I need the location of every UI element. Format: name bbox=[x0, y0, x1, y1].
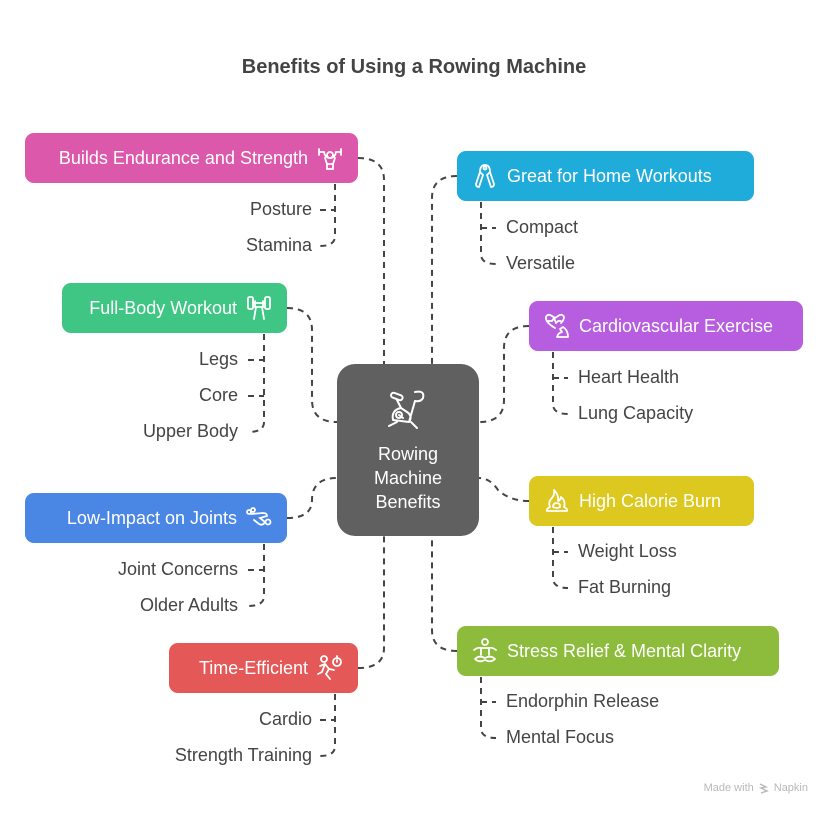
diagram-title: Benefits of Using a Rowing Machine bbox=[241, 56, 587, 78]
running-stopwatch-icon bbox=[317, 655, 342, 680]
sub-item-mental-focus: Mental Focus bbox=[506, 727, 615, 747]
center-label-line3: Benefits bbox=[375, 492, 441, 512]
connector-calorie bbox=[478, 477, 530, 502]
sub-item-joint-concerns: Joint Concerns bbox=[117, 559, 238, 579]
center-label-line2: Machine bbox=[373, 468, 443, 488]
sub-item-upper-body: Upper Body bbox=[142, 421, 238, 441]
sub-connector-calorie bbox=[552, 527, 569, 589]
weightlifter-icon bbox=[318, 148, 342, 170]
sub-item-compact: Compact bbox=[506, 217, 579, 237]
center-node: Rowing Machine Benefits bbox=[337, 364, 479, 536]
center-label-line1: Rowing bbox=[377, 444, 439, 464]
sub-connector-fullbody bbox=[247, 334, 265, 433]
made-with-text: Made with bbox=[703, 782, 754, 794]
dumbbell-hand-icon bbox=[247, 296, 271, 320]
footer-attribution: Made with Napkin bbox=[704, 782, 808, 794]
connector-fullbody bbox=[286, 307, 338, 423]
branch-cardiovascular: Cardiovascular Exercise bbox=[529, 301, 803, 351]
branch-endurance-strength: Builds Endurance and Strength bbox=[25, 133, 358, 183]
heart-arm-icon bbox=[545, 313, 569, 338]
connector-lowimpact bbox=[286, 477, 338, 519]
hand-grip-icon bbox=[475, 164, 495, 188]
branch-time-efficient: Time-Efficient bbox=[169, 643, 358, 693]
branch-label: Cardiovascular Exercise bbox=[579, 315, 774, 336]
connector-home bbox=[431, 175, 458, 364]
sub-item-core: Core bbox=[198, 385, 238, 405]
brand-text: Napkin bbox=[773, 782, 808, 794]
sub-item-fat-burning: Fat Burning bbox=[578, 577, 672, 597]
branch-label: Full-Body Workout bbox=[89, 297, 237, 318]
sub-item-stamina: Stamina bbox=[245, 235, 312, 255]
meditation-icon bbox=[473, 638, 497, 663]
branch-label: Stress Relief & Mental Clarity bbox=[507, 640, 742, 661]
branch-home-workouts: Great for Home Workouts bbox=[457, 151, 754, 201]
connector-cardio bbox=[478, 325, 530, 423]
sub-connector-stress bbox=[480, 677, 497, 739]
branch-label: Time-Efficient bbox=[198, 657, 308, 678]
sub-connector-endurance bbox=[319, 184, 336, 247]
connector-endurance bbox=[357, 157, 385, 364]
branch-label: High Calorie Burn bbox=[579, 490, 722, 511]
sub-item-heart-health: Heart Health bbox=[578, 367, 680, 387]
sub-item-legs: Legs bbox=[198, 349, 238, 369]
branch-label: Great for Home Workouts bbox=[507, 165, 712, 186]
branch-full-body: Full-Body Workout bbox=[62, 283, 287, 333]
branch-label: Builds Endurance and Strength bbox=[58, 147, 308, 168]
sub-item-older-adults: Older Adults bbox=[139, 595, 238, 615]
joint-icon bbox=[246, 507, 272, 526]
sub-connector-time bbox=[319, 694, 336, 757]
connector-stress bbox=[431, 536, 458, 652]
sub-connector-cardio bbox=[552, 352, 569, 415]
sub-connector-lowimpact bbox=[247, 544, 265, 607]
connector-time bbox=[357, 536, 385, 669]
sub-item-versatile: Versatile bbox=[506, 253, 576, 273]
sub-connector-home bbox=[480, 202, 497, 265]
sub-item-lung-capacity: Lung Capacity bbox=[578, 403, 694, 423]
sub-item-weight-loss: Weight Loss bbox=[578, 541, 677, 561]
sub-item-strength-training: Strength Training bbox=[174, 745, 312, 765]
flame-icon bbox=[545, 489, 569, 512]
branch-stress-relief: Stress Relief & Mental Clarity bbox=[457, 626, 779, 676]
sub-item-cardio: Cardio bbox=[258, 709, 312, 729]
branch-low-impact: Low-Impact on Joints bbox=[25, 493, 287, 543]
exercise-bike-icon bbox=[388, 390, 425, 429]
branch-label: Low-Impact on Joints bbox=[66, 507, 237, 528]
branch-calorie-burn: High Calorie Burn bbox=[529, 476, 754, 526]
sub-item-endorphin-release: Endorphin Release bbox=[506, 691, 660, 711]
sub-item-posture: Posture bbox=[249, 199, 312, 219]
napkin-logo-icon bbox=[758, 783, 769, 794]
